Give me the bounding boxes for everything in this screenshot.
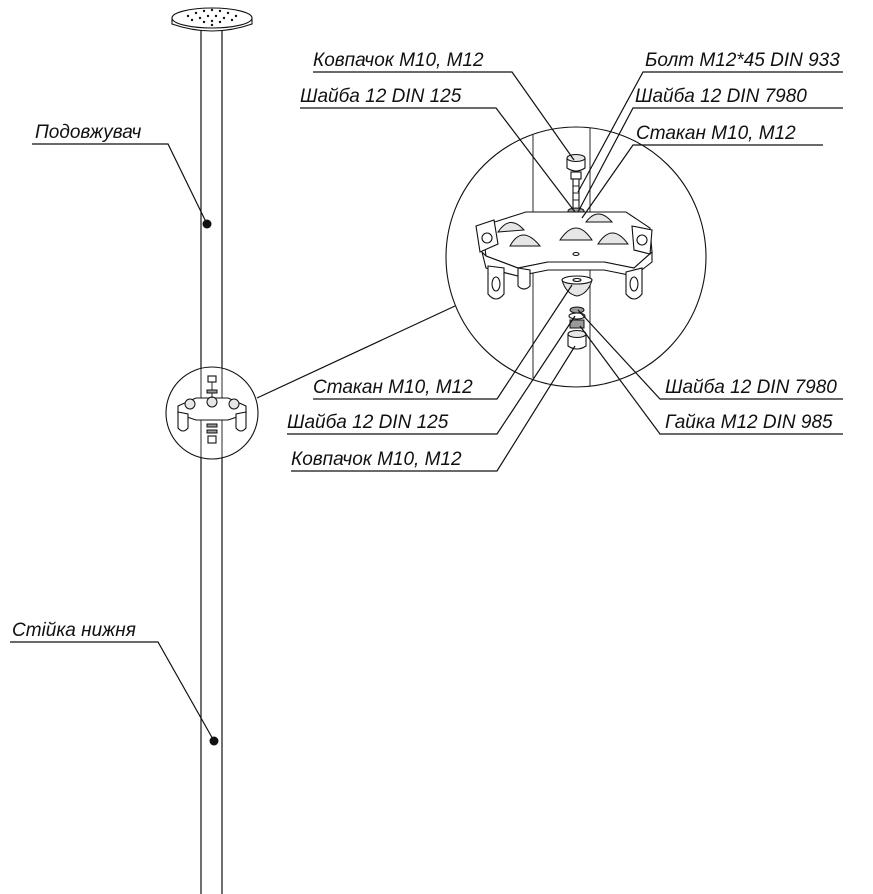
- cross-bracket-icon: [475, 211, 653, 300]
- cup-icon: [561, 275, 593, 297]
- detail-circle-small: [165, 366, 259, 460]
- label-bottom-cap: Ковпачок M10, M12: [291, 449, 462, 470]
- perforated-plate-icon: [171, 7, 253, 32]
- label-lower-post: Стійка нижня: [12, 620, 136, 641]
- pole: [200, 30, 223, 894]
- label-bottom-cup: Стакан M10, M12: [313, 377, 473, 398]
- label-top-cup: Стакан M10, M12: [636, 123, 796, 144]
- detail-connector: [256, 305, 456, 399]
- label-top-cap: Ковпачок M10, M12: [313, 50, 484, 71]
- label-bottom-washer-125: Шайба 12 DIN 125: [287, 412, 449, 433]
- label-top-washer-125: Шайба 12 DIN 125: [300, 86, 462, 107]
- cap-icon: [566, 154, 586, 172]
- label-bolt: Болт M12*45 DIN 933: [645, 50, 840, 71]
- detail-circle-large: [445, 126, 707, 388]
- leader-lines: [10, 71, 843, 746]
- bolt-icon: [570, 171, 582, 210]
- label-nut: Гайка M12 DIN 985: [665, 412, 833, 433]
- label-bottom-washer-7980: Шайба 12 DIN 7980: [665, 377, 837, 398]
- label-extension: Подовжувач: [35, 122, 141, 143]
- label-top-washer-7980: Шайба 12 DIN 7980: [635, 86, 807, 107]
